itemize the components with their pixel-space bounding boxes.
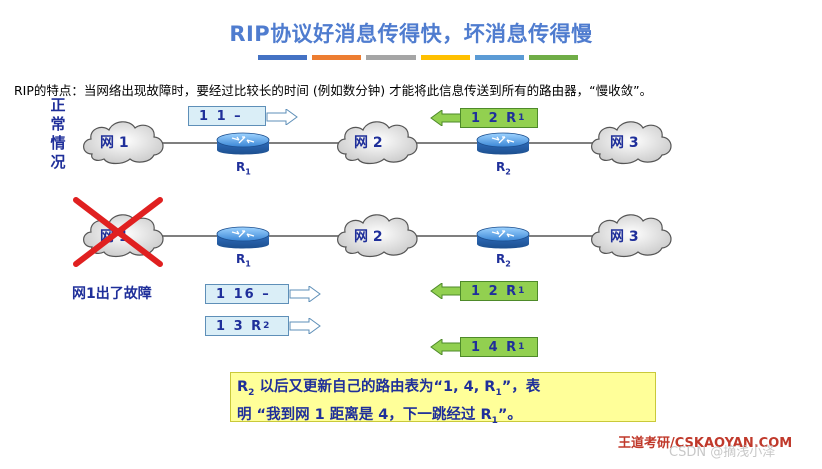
summary-line-1: R2 以后又更新自己的路由表为“1, 4, R1”，表 — [237, 379, 541, 398]
arrow-left-icon — [430, 283, 462, 299]
fault-cross-icon — [73, 197, 163, 267]
title-bar-1 — [258, 55, 308, 60]
title-color-bars — [258, 55, 579, 60]
router-label-r2-normal: R2 — [496, 160, 511, 177]
footer-brand: 王道考研/CSKAOYAN.COM — [618, 436, 793, 451]
router-icon-r1-normal — [215, 130, 271, 160]
arrow-right-icon — [289, 318, 321, 334]
watermark: CSDN @摘浅小泽 — [669, 445, 776, 460]
net3-label-normal: 网 3 — [610, 135, 639, 151]
router-icon-r2-fault — [475, 224, 531, 254]
normal-state-label: 正常情况 — [50, 96, 66, 171]
net2-label-normal: 网 2 — [354, 135, 383, 151]
title-bar-5 — [474, 55, 524, 60]
arrow-left-icon — [430, 110, 462, 126]
router-icon-r2-normal — [475, 130, 531, 160]
router-icon-r1-fault — [215, 224, 271, 254]
net2-label-fault: 网 2 — [354, 229, 383, 245]
title-bar-2 — [312, 55, 362, 60]
page-title: RIP协议好消息传得快，坏消息传得慢 — [229, 22, 593, 46]
title-bar-3 — [366, 55, 416, 60]
summary-line-2: 明 “我到网 1 距离是 4，下一跳经过 R1”。 — [237, 406, 522, 426]
title-bar-6 — [528, 55, 579, 60]
router-label-r2-fault: R2 — [496, 252, 511, 269]
router-label-r1-fault: R1 — [236, 252, 251, 269]
message-r1-fault-a: 1 16 – — [205, 284, 289, 304]
message-r1-normal: 1 1 – — [188, 106, 266, 126]
description-text: RIP的特点：当网络出现故障时，要经过比较长的时间 (例如数分钟) 才能将此信息… — [14, 83, 653, 98]
title-bar-4 — [420, 55, 470, 60]
fault-label: 网1出了故障 — [72, 286, 152, 302]
router-label-r1-normal: R1 — [236, 160, 251, 177]
net3-label-fault: 网 3 — [610, 229, 639, 245]
arrow-left-icon — [430, 339, 462, 355]
net1-label-normal: 网 1 — [100, 135, 129, 151]
arrow-right-icon — [289, 286, 321, 302]
summary-box: R2 以后又更新自己的路由表为“1, 4, R1”，表 明 “我到网 1 距离是… — [230, 372, 656, 426]
arrow-right-icon — [266, 109, 298, 125]
